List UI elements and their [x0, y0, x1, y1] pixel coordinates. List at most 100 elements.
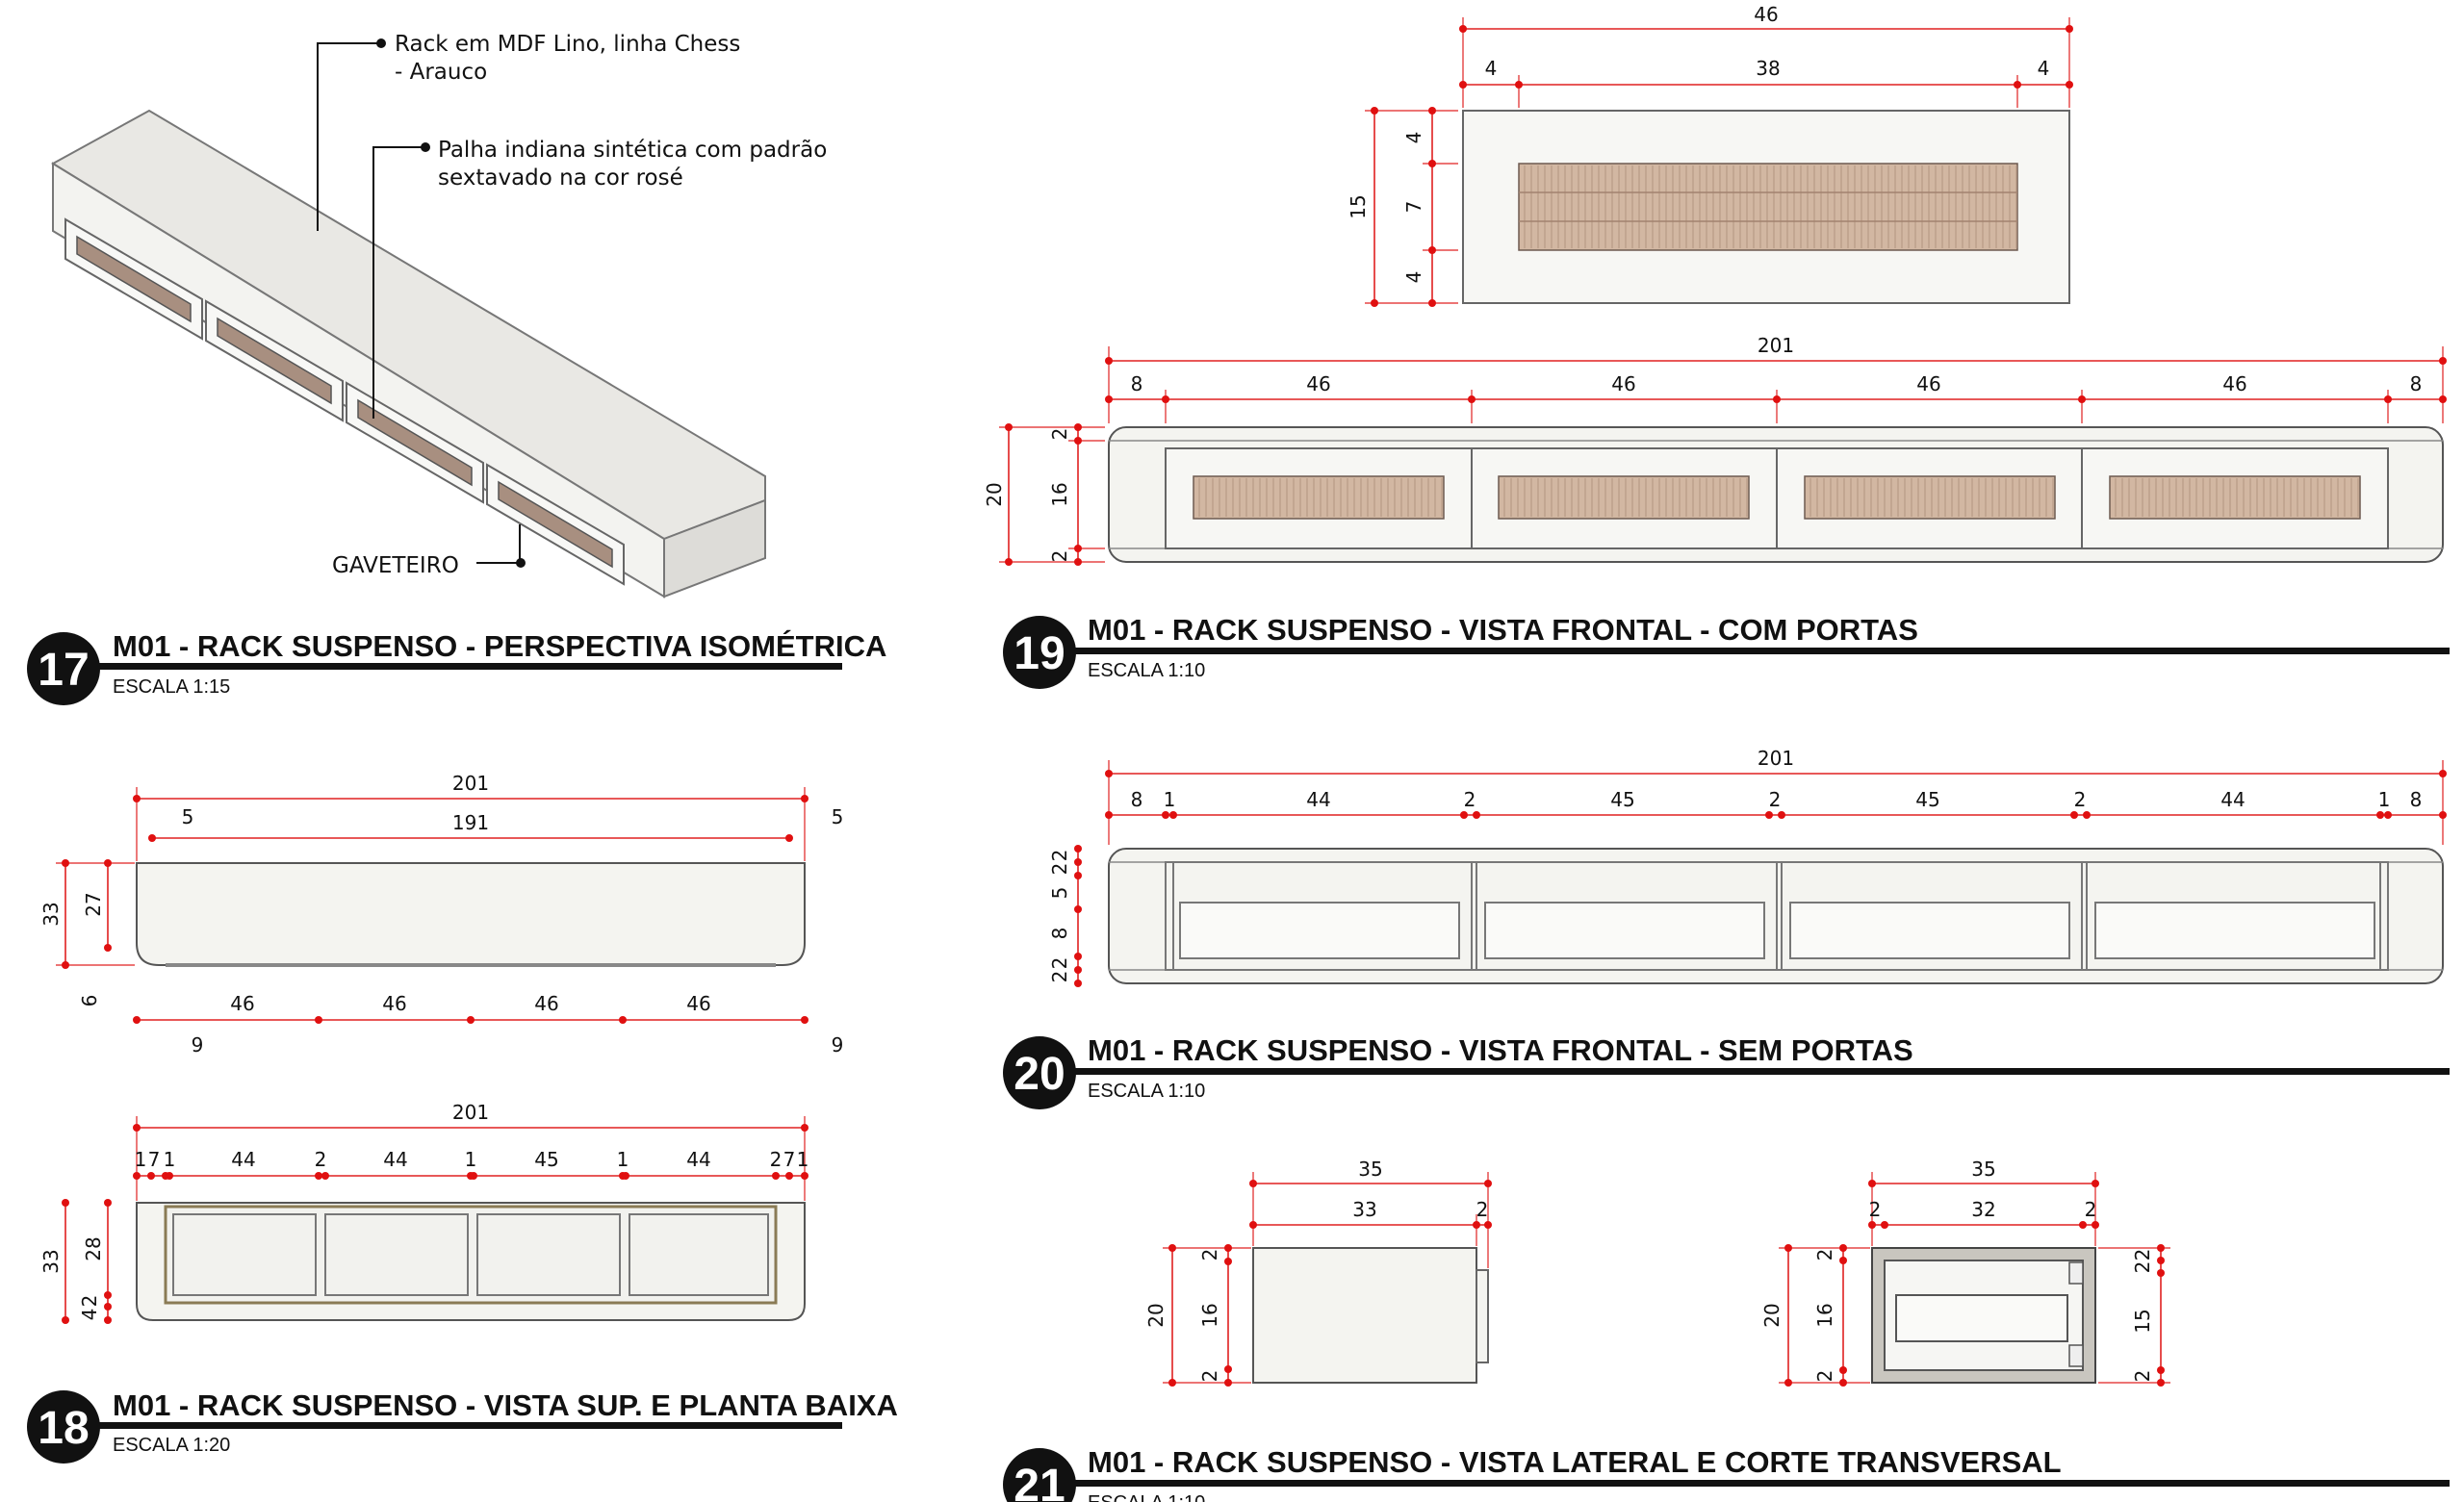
straw-texture [2115, 478, 2359, 517]
dimension-tick [321, 1172, 329, 1180]
door-1-straw [1193, 475, 1445, 520]
title-rule [96, 1422, 842, 1429]
door-detail-view: 46 4 38 4 15 4 7 4 [1347, 3, 2073, 307]
dimension-tick [785, 834, 793, 842]
dimension-label: 2 [2131, 1261, 2154, 1274]
dimension-tick [622, 1172, 629, 1180]
dimension-tick [1224, 1365, 1232, 1373]
dimension-label: 44 [1306, 788, 1330, 811]
straw-texture [1524, 165, 2017, 248]
view-number-badge [1003, 1448, 1076, 1502]
dimension-label: 2 [1769, 788, 1782, 811]
dimension-tick [1839, 1366, 1847, 1374]
title-block-21: 21 M01 - RACK SUSPENSO - VISTA LATERAL E… [1003, 1445, 2450, 1502]
drawer-4-straw [498, 480, 613, 569]
dimension-tick [2014, 81, 2021, 89]
drawer-leader [476, 524, 521, 564]
dimension-label: 7 [148, 1148, 161, 1171]
dimension-tick [2384, 395, 2392, 403]
dimension-tick [133, 1172, 141, 1180]
dimension-label: 9 [192, 1033, 204, 1056]
drawer-2-straw [217, 317, 332, 405]
dimension-tick [1473, 1221, 1480, 1229]
straw-leader-dot [421, 142, 430, 152]
dimension-label: 1 [135, 1148, 147, 1171]
dimension-label: 7 [783, 1148, 796, 1171]
drawer-leader-dot [516, 558, 526, 568]
dimension-tick [1105, 770, 1113, 777]
drawer-box-4 [2094, 902, 2375, 959]
drawer-box-2 [1484, 902, 1765, 959]
dimension-label: 1 [465, 1148, 477, 1171]
dimension-tick [104, 1316, 112, 1324]
dimension-tick [2066, 25, 2073, 33]
dimension-tick [1105, 357, 1113, 365]
dimension-label: 201 [1758, 747, 1794, 770]
door-straw-panel [1518, 163, 2018, 251]
view-number: 21 [1014, 1461, 1065, 1502]
dim-ticks [1105, 811, 2447, 819]
dimension-label: 2 [315, 1148, 327, 1171]
dimension-tick [62, 1316, 69, 1324]
dimension-label: 191 [452, 811, 489, 834]
dimension-label: 2 [770, 1148, 783, 1171]
dimension-label: 20 [1760, 1303, 1784, 1327]
dimension-tick [1224, 1379, 1232, 1387]
dimension-label: 2 [1048, 863, 1071, 876]
dimension-tick [2439, 811, 2447, 819]
dimension-label: 1 [797, 1148, 809, 1171]
dimension-tick [1074, 545, 1082, 552]
dimension-label: 1 [2378, 788, 2391, 811]
material-leader-dot [376, 38, 386, 48]
dimension-tick [104, 859, 112, 867]
dimension-tick [470, 1172, 477, 1180]
view-scale: ESCALA 1:20 [113, 1435, 230, 1456]
view-title: M01 - RACK SUSPENSO - VISTA SUP. E PLANT… [113, 1388, 898, 1422]
dimension-tick [2078, 395, 2086, 403]
plan-dim-ticks [133, 1172, 808, 1180]
dimension-tick [2384, 811, 2392, 819]
dimension-label: 16 [1813, 1303, 1836, 1327]
straw-texture [1810, 478, 2054, 517]
dimension-tick [1515, 81, 1523, 89]
dimension-label: 6 [78, 995, 101, 1007]
section-drawer [1895, 1294, 2068, 1342]
dimension-tick [2439, 357, 2447, 365]
material-note-line2: - Arauco [395, 60, 487, 85]
dimension-label: 44 [231, 1148, 255, 1171]
front-view-without-doors: 201 8 1 44 2 45 2 45 2 44 1 8 2 2 5 8 2 … [1048, 747, 2447, 987]
dimension-label: 15 [2131, 1309, 2154, 1333]
title-rule [96, 663, 842, 670]
plan-compartment-4 [629, 1213, 769, 1296]
dimension-label: 4 [2038, 57, 2050, 80]
title-block-18: 18 M01 - RACK SUSPENSO - VISTA SUP. E PL… [27, 1388, 898, 1464]
dimension-label: 46 [1611, 372, 1635, 395]
dimension-tick [1428, 160, 1436, 167]
dimension-tick [315, 1016, 322, 1024]
drawer-box-1 [1179, 902, 1460, 959]
dimension-tick [147, 1172, 155, 1180]
dimension-label: 201 [1758, 334, 1794, 357]
dimension-label: 27 [82, 892, 105, 916]
dimension-label: 44 [383, 1148, 407, 1171]
dimension-tick [1074, 966, 1082, 974]
dimension-label: 46 [1916, 372, 1940, 395]
dimension-label: 46 [382, 992, 406, 1015]
dimension-tick [2439, 395, 2447, 403]
dimension-tick [166, 1172, 173, 1180]
dimension-label: 2 [1048, 850, 1071, 862]
dimension-label: 1 [617, 1148, 629, 1171]
side-door-edge [1476, 1269, 1489, 1363]
dimension-label: 44 [686, 1148, 710, 1171]
view-number: 19 [1014, 628, 1065, 679]
dimension-tick [1839, 1244, 1847, 1252]
plan-view: 201 1 7 1 44 2 44 1 45 1 44 2 7 1 33 28 … [39, 1101, 808, 1324]
dimension-tick [1224, 1258, 1232, 1265]
dimension-tick [801, 1124, 808, 1132]
section-door-top [2068, 1261, 2084, 1285]
dimension-tick [801, 795, 808, 802]
dimension-label: 32 [1971, 1198, 1995, 1221]
dimension-tick [2439, 770, 2447, 777]
dimension-tick [1005, 423, 1013, 431]
